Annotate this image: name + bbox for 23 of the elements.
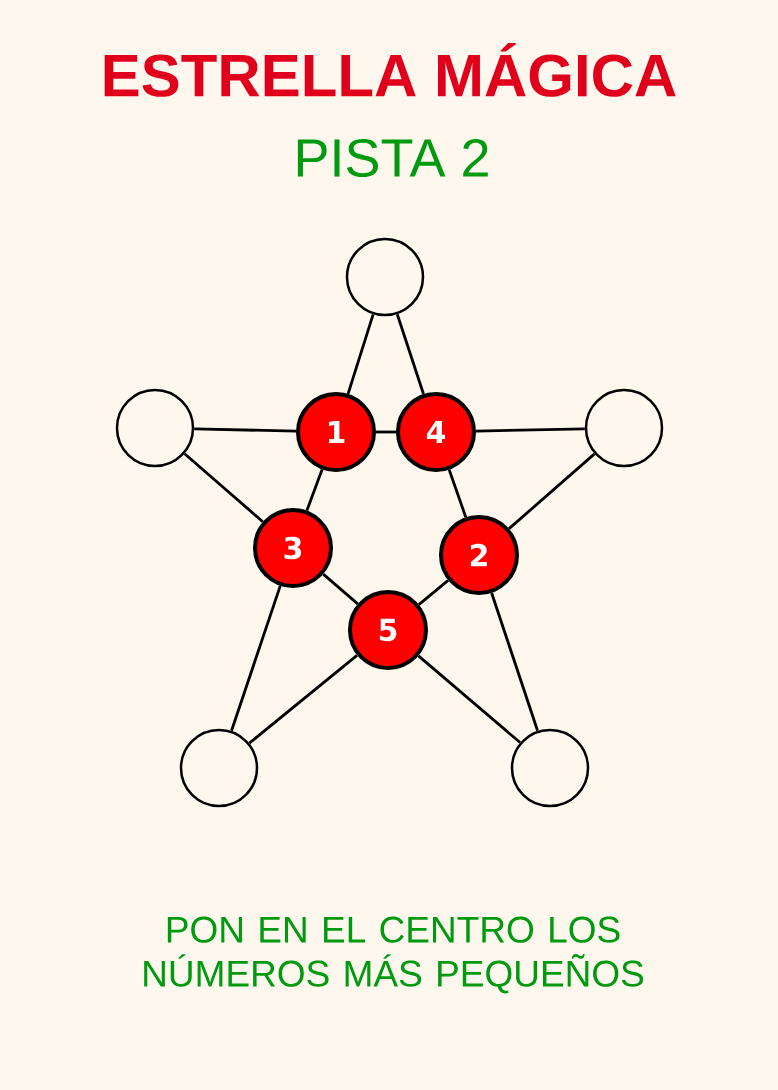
instruction-text: PON EN EL CENTRO LOS NÚMEROS MÁS PEQUEÑOS bbox=[144, 916, 644, 994]
connector-line bbox=[183, 452, 264, 523]
title: ESTRELLA MÁGICA bbox=[104, 43, 676, 97]
empty-circle bbox=[584, 388, 664, 468]
connector-line bbox=[376, 430, 396, 434]
connector-line bbox=[475, 427, 585, 433]
connector-line bbox=[305, 469, 324, 511]
connector-line bbox=[395, 313, 425, 395]
empty-circle bbox=[345, 237, 425, 317]
empty-circle bbox=[115, 388, 195, 468]
connector-line bbox=[447, 469, 468, 518]
connector-line bbox=[248, 654, 358, 745]
connector-line bbox=[490, 592, 539, 732]
connector-line bbox=[508, 452, 596, 530]
empty-circle bbox=[179, 728, 259, 808]
empty-circle bbox=[510, 728, 590, 808]
connector-line bbox=[230, 585, 282, 732]
connector-line bbox=[417, 579, 450, 606]
subtitle: PISTA 2 bbox=[297, 138, 488, 178]
connector-line bbox=[346, 314, 375, 395]
connector-line bbox=[417, 654, 522, 744]
connector-line bbox=[322, 573, 359, 605]
connector-line bbox=[194, 427, 297, 433]
